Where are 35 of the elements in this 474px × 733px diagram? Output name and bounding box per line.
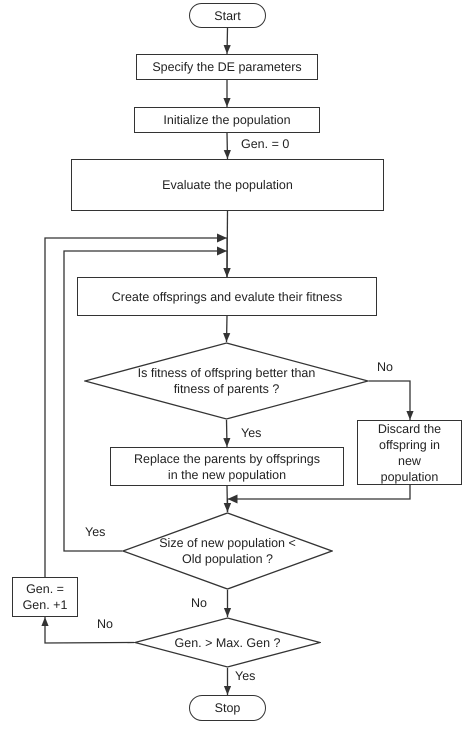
start-terminal (189, 3, 266, 28)
process-box (357, 420, 462, 485)
node-text: Start (214, 8, 241, 24)
arrow (223, 316, 230, 342)
process-box (77, 277, 377, 316)
arrow (224, 28, 231, 54)
process-box (71, 159, 384, 211)
process-box (136, 54, 318, 80)
node-text: Create offsprings and evalute their fitness (112, 288, 342, 304)
node-text: Evaluate the population (162, 177, 293, 193)
node-text: Discard the offspring in new population (376, 420, 442, 484)
node-text: Specify the DE parameters (152, 59, 302, 75)
arrow (223, 80, 231, 107)
node-text: Size of new population < Old population ? (158, 535, 297, 567)
stop-terminal (189, 695, 266, 721)
process-box (110, 447, 344, 486)
node-text: Initialize the population (163, 112, 291, 128)
node-text: Stop (214, 700, 240, 716)
arrow (224, 485, 411, 512)
decision-diamond (84, 342, 369, 420)
arrow (369, 380, 414, 420)
arrow (44, 234, 231, 577)
node-text: Gen. = Gen. +1 (22, 581, 68, 613)
arrow (224, 590, 232, 617)
node-text: Replace the parents by offsprings in the new population (133, 450, 321, 482)
node-text: Gen. > Max. Gen ? (174, 634, 280, 650)
arrow (41, 617, 134, 644)
node-text: Is fitness of offspring better than fitness of parents ? (136, 365, 316, 397)
arrow (224, 132, 231, 160)
arrow (224, 668, 232, 695)
process-box (12, 577, 78, 617)
process-box (134, 107, 320, 133)
decision-diamond (134, 617, 321, 668)
decision-diamond (122, 512, 333, 590)
arrow (223, 420, 230, 448)
